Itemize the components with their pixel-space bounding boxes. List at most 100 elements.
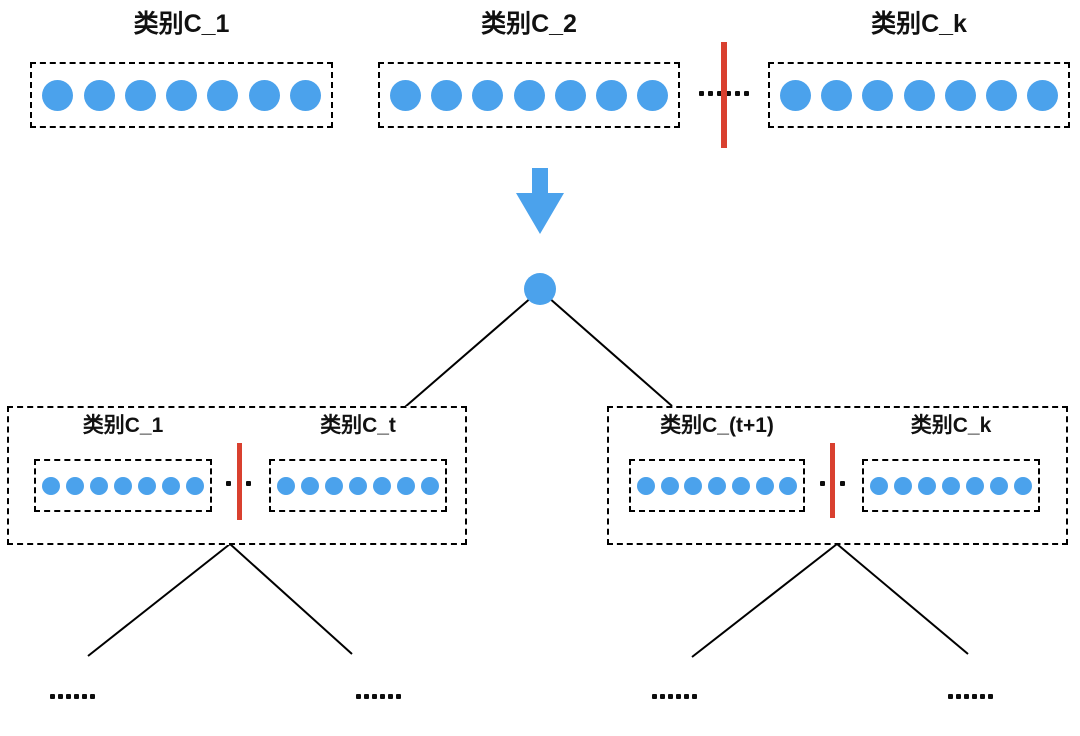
sample-node <box>779 476 798 495</box>
top-group-ck-samples <box>768 62 1070 128</box>
sample-node <box>390 79 422 111</box>
top-group-c1-samples <box>30 62 333 128</box>
sample-node <box>66 476 84 495</box>
sample-node <box>301 476 319 495</box>
ellipsis-dot <box>964 694 969 699</box>
sample-node <box>162 476 180 495</box>
top-group-c2: 类别C_2 <box>378 8 680 128</box>
level2-right-box: 类别C_(t+1) 类别C_k <box>607 406 1068 545</box>
sample-node <box>166 79 197 111</box>
ellipsis-dot <box>66 694 71 699</box>
ellipsis-dot <box>82 694 87 699</box>
sample-node <box>755 476 774 495</box>
sample-node <box>397 476 415 495</box>
ellipsis-dot <box>840 481 845 486</box>
ellipsis-dot <box>668 694 673 699</box>
sample-node <box>114 476 132 495</box>
sample-node <box>513 79 545 111</box>
level2-left-separator-dots <box>226 481 251 486</box>
edge-rightbox-right <box>836 543 969 655</box>
ellipsis-dot <box>356 694 361 699</box>
top-separator-ellipsis <box>699 91 749 96</box>
sample-node <box>472 79 504 111</box>
bottom-ellipsis-2 <box>356 694 401 699</box>
sample-node <box>83 79 115 111</box>
level2-right-group2-label: 类别C_k <box>910 414 992 437</box>
sample-node <box>207 79 239 111</box>
ellipsis-dot <box>380 694 385 699</box>
ellipsis-dot <box>364 694 369 699</box>
bottom-ellipsis-3 <box>652 694 697 699</box>
sample-node <box>903 79 935 111</box>
level2-left-red-line <box>237 443 242 520</box>
ellipsis-dot <box>660 694 665 699</box>
ellipsis-dot <box>684 694 689 699</box>
top-group-c1-label: 类别C_1 <box>133 10 230 38</box>
sample-node <box>660 476 679 495</box>
sample-node <box>421 476 439 495</box>
sample-node <box>554 79 586 111</box>
sample-node <box>942 476 960 495</box>
sample-node <box>248 79 280 111</box>
down-arrow-icon <box>516 168 564 234</box>
ellipsis-dot <box>735 91 740 96</box>
sample-node <box>862 79 894 111</box>
ellipsis-dot <box>708 91 713 96</box>
ellipsis-dot <box>726 91 731 96</box>
ellipsis-dot <box>246 481 251 486</box>
sample-node <box>636 476 655 495</box>
ellipsis-dot <box>388 694 393 699</box>
top-group-c2-samples <box>378 62 680 128</box>
ellipsis-dot <box>980 694 985 699</box>
sample-node <box>373 476 391 495</box>
ellipsis-dot <box>956 694 961 699</box>
sample-node <box>1026 79 1058 111</box>
top-group-c2-label: 类别C_2 <box>481 10 577 38</box>
top-divider-red-line <box>721 42 727 148</box>
edge-leftbox-left <box>87 543 231 657</box>
ellipsis-dot <box>74 694 79 699</box>
level2-left-group2-samples <box>269 459 447 512</box>
edge-root-right <box>539 289 673 407</box>
ellipsis-dot <box>50 694 55 699</box>
sample-node <box>277 476 295 495</box>
sample-node <box>431 79 463 111</box>
level2-left-box: 类别C_1 类别C_t <box>7 406 467 545</box>
sample-node <box>186 476 204 495</box>
sample-node <box>595 79 627 111</box>
ellipsis-dot <box>988 694 993 699</box>
sample-node <box>124 79 156 111</box>
ellipsis-dot <box>692 694 697 699</box>
top-group-ck: 类别C_k <box>768 8 1070 128</box>
level2-left-group2-label: 类别C_t <box>320 414 396 437</box>
ellipsis-dot <box>396 694 401 699</box>
sample-node <box>966 476 984 495</box>
level2-left-group1: 类别C_1 <box>34 412 212 512</box>
ellipsis-dot <box>676 694 681 699</box>
level2-right-group2: 类别C_k <box>862 412 1040 512</box>
ellipsis-dot <box>948 694 953 699</box>
sample-node <box>684 476 703 495</box>
level2-left-group1-samples <box>34 459 212 512</box>
sample-node <box>708 476 726 495</box>
ellipsis-dot <box>820 481 825 486</box>
bottom-ellipsis-1 <box>50 694 95 699</box>
sample-node <box>870 476 888 495</box>
sample-node <box>1014 476 1032 495</box>
top-group-c1: 类别C_1 <box>30 8 333 128</box>
sample-node <box>894 476 912 495</box>
sample-node <box>731 476 750 495</box>
sample-node <box>42 79 74 111</box>
edge-rightbox-left <box>691 543 838 658</box>
level2-right-group2-samples <box>862 459 1040 512</box>
bottom-ellipsis-4 <box>948 694 993 699</box>
level2-right-group1-label: 类别C_(t+1) <box>660 414 774 437</box>
sample-node <box>325 476 343 495</box>
level2-right-group1-samples <box>629 459 805 512</box>
sample-node <box>985 79 1017 111</box>
top-group-ck-label: 类别C_k <box>871 10 967 38</box>
sample-node <box>90 476 108 495</box>
edge-leftbox-right <box>229 543 353 655</box>
